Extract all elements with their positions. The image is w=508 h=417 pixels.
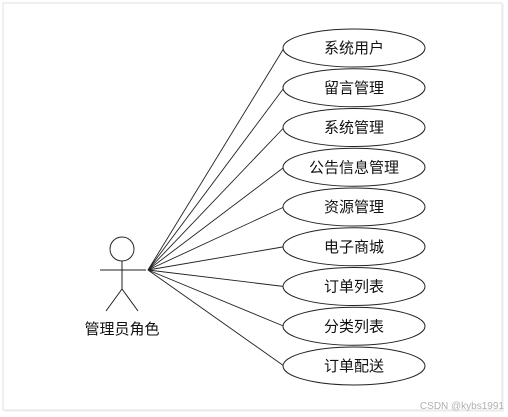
use-case: 分类列表 xyxy=(282,306,426,346)
watermark-text: CSDN @kybs1991 xyxy=(420,401,505,412)
stick-figure-icon xyxy=(100,236,146,312)
use-case: 电子商城 xyxy=(282,227,426,267)
use-case-ellipse xyxy=(282,187,426,227)
use-case-ellipse xyxy=(282,227,426,267)
use-case-label: 分类列表 xyxy=(324,317,384,335)
connector-line xyxy=(147,269,285,327)
use-case-label: 公告信息管理 xyxy=(309,158,399,176)
use-case: 公告信息管理 xyxy=(282,147,426,187)
use-case-ellipse xyxy=(282,147,426,187)
use-case-ellipse xyxy=(282,108,426,147)
connector-line xyxy=(147,166,285,271)
actor-label: 管理员角色 xyxy=(84,320,159,338)
use-case-label: 电子商城 xyxy=(324,238,384,256)
actor-head xyxy=(109,236,135,262)
connector-line xyxy=(147,127,285,271)
use-case: 订单配送 xyxy=(282,346,426,386)
use-case: 留言管理 xyxy=(282,68,426,108)
use-case-ellipse xyxy=(282,267,426,306)
actor-leg-right xyxy=(121,288,139,312)
use-case: 资源管理 xyxy=(282,187,426,227)
use-case: 订单列表 xyxy=(282,267,426,306)
use-case-label: 订单列表 xyxy=(324,278,384,296)
actor-figure: 管理员角色 xyxy=(84,236,160,338)
use-case-ellipse xyxy=(282,346,426,386)
use-case-label: 系统用户 xyxy=(324,39,384,57)
connector-line xyxy=(147,47,285,271)
connector-line xyxy=(147,206,285,271)
frame-border xyxy=(2,2,503,411)
use-case-label: 资源管理 xyxy=(324,198,384,216)
use-case: 系统管理 xyxy=(282,108,426,147)
use-case-ellipse xyxy=(282,306,426,346)
use-case-ellipse xyxy=(282,68,426,108)
use-case-ellipse xyxy=(282,28,426,68)
connector-line xyxy=(147,269,285,367)
connector-line xyxy=(147,87,285,271)
connector-lines xyxy=(147,47,285,367)
use-case: 系统用户 xyxy=(282,28,426,68)
actor-leg-left xyxy=(105,288,123,312)
use-case-label: 留言管理 xyxy=(324,79,384,97)
use-case-label: 订单配送 xyxy=(324,357,384,375)
connector-line xyxy=(147,269,285,287)
use-case-label: 系统管理 xyxy=(324,119,384,137)
connector-line xyxy=(147,246,285,271)
